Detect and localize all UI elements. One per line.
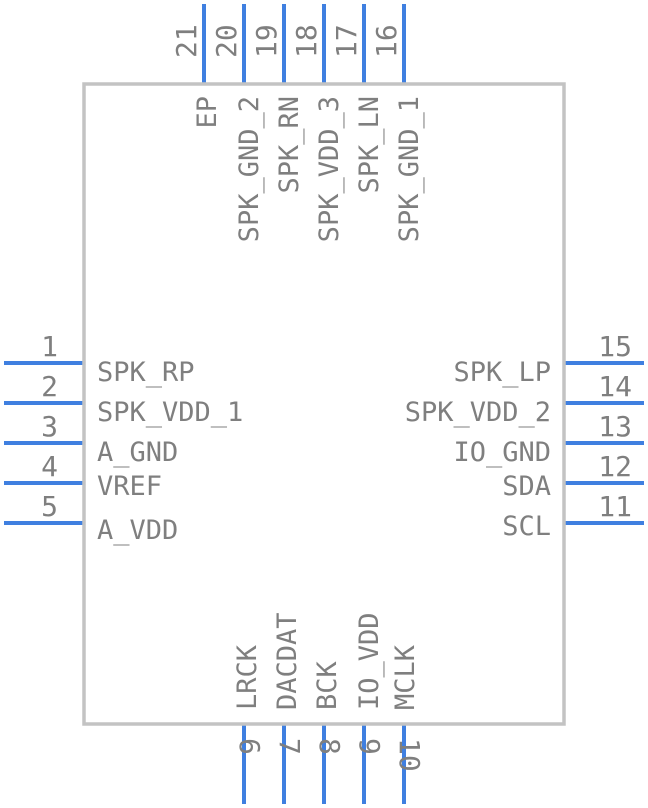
- pin-label-21: EP: [192, 96, 223, 129]
- pin-label-1: SPK_RP: [97, 357, 195, 388]
- pin-label-13: IO_GND: [453, 437, 551, 468]
- pin-label-17: SPK_LN: [354, 96, 385, 194]
- pin-label-4: VREF: [97, 471, 162, 502]
- pin-number-16: 16: [370, 24, 403, 58]
- pin-label-2: SPK_VDD_1: [97, 397, 243, 428]
- pin-number-7: 7: [273, 738, 306, 755]
- pin-number-3: 3: [41, 410, 58, 443]
- pin-number-10: 10: [393, 738, 426, 772]
- pin-numbers: 1 2 3 4 5 11 12 13 14 15 6 7 8 9 10 16 1…: [41, 24, 632, 771]
- pin-label-8: BCK: [312, 660, 343, 710]
- pin-label-3: A_GND: [97, 437, 178, 468]
- pin-label-10: MCLK: [390, 644, 421, 710]
- pin-label-6: LRCK: [232, 644, 263, 710]
- pin-number-19: 19: [250, 24, 283, 58]
- pin-number-12: 12: [598, 450, 632, 483]
- pin-number-1: 1: [41, 330, 58, 363]
- pin-number-4: 4: [41, 450, 58, 483]
- component-body: [82, 82, 566, 726]
- pin-label-18: SPK_VDD_3: [314, 96, 345, 242]
- pin-number-17: 17: [330, 24, 363, 58]
- pin-label-20: SPK_GND_2: [234, 96, 265, 242]
- pin-number-9: 9: [353, 738, 386, 755]
- pin-number-8: 8: [313, 738, 346, 755]
- pin-number-14: 14: [598, 370, 632, 403]
- pin-label-7: DACDAT: [272, 612, 303, 710]
- pin-label-19: SPK_RN: [274, 96, 305, 194]
- pin-number-15: 15: [598, 330, 632, 363]
- pin-label-11: SCL: [502, 511, 551, 542]
- pin-label-12: SDA: [502, 471, 551, 502]
- pin-label-5: A_VDD: [97, 515, 178, 546]
- pin-label-15: SPK_LP: [453, 357, 551, 388]
- pin-number-21: 21: [170, 24, 203, 58]
- pin-number-2: 2: [41, 370, 58, 403]
- pin-number-13: 13: [598, 410, 632, 443]
- pin-number-6: 6: [233, 738, 266, 755]
- pin-labels: SPK_RP SPK_VDD_1 A_GND VREF A_VDD SPK_LP…: [97, 96, 551, 710]
- pin-label-14: SPK_VDD_2: [405, 397, 551, 428]
- pin-number-5: 5: [41, 490, 58, 523]
- pin-label-9: IO_VDD: [354, 612, 385, 710]
- pin-number-18: 18: [290, 24, 323, 58]
- pin-label-16: SPK_GND_1: [394, 96, 425, 242]
- pin-lines: [4, 4, 644, 804]
- pin-number-20: 20: [210, 24, 243, 58]
- pin-number-11: 11: [598, 490, 632, 523]
